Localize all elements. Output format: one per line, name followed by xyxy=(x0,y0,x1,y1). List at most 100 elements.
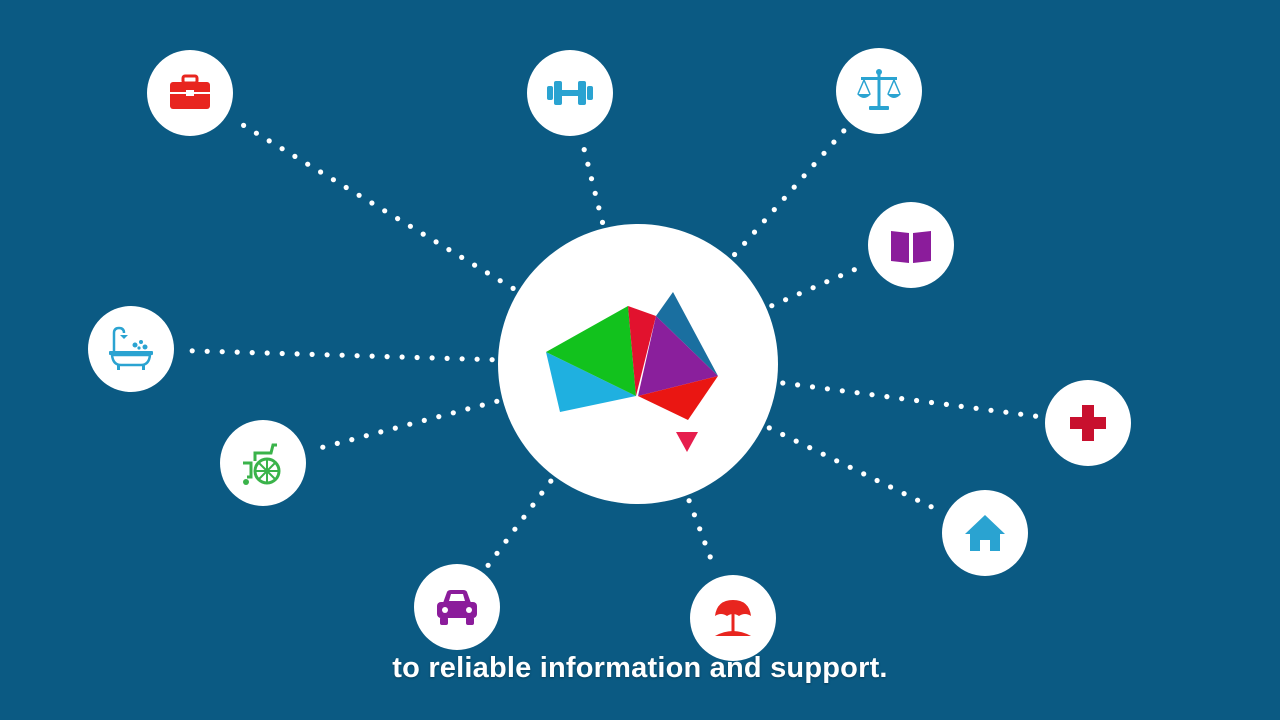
connector-dot xyxy=(831,139,837,145)
connector-dot xyxy=(459,356,465,362)
connector-dot xyxy=(234,349,240,355)
connector-dot xyxy=(472,262,478,268)
connector-dot xyxy=(841,128,847,134)
connector-dot xyxy=(444,355,450,361)
connector-dot xyxy=(324,352,330,358)
book-icon xyxy=(891,231,931,263)
connector-dot xyxy=(539,490,545,496)
connector-dot xyxy=(824,279,830,285)
connector-dot xyxy=(510,285,516,291)
connector-dot xyxy=(279,350,285,357)
connector-dot xyxy=(697,526,703,532)
node-health xyxy=(1045,380,1131,466)
connector-dot xyxy=(339,352,345,358)
connector-dot xyxy=(820,451,826,457)
node-justice xyxy=(836,48,922,134)
connector-dot xyxy=(702,540,708,546)
connector-dot xyxy=(414,354,420,361)
connector-dot xyxy=(1033,413,1039,419)
connector-dot xyxy=(548,478,554,484)
connector-dot xyxy=(279,146,285,152)
connector-dot xyxy=(219,349,225,355)
connector-dot xyxy=(851,267,857,273)
connector-dot xyxy=(1018,411,1024,417)
connector-dot xyxy=(392,425,398,431)
connector-dot xyxy=(780,431,786,438)
connector-dot xyxy=(801,173,807,179)
node-leisure xyxy=(690,575,776,661)
subtitle-caption: to reliable information and support. xyxy=(392,652,888,684)
connector-dot xyxy=(330,177,336,183)
node-fitness xyxy=(527,50,613,136)
connector-dot xyxy=(318,169,324,175)
connector-dot xyxy=(839,388,845,394)
logo-shape-red xyxy=(628,306,656,396)
connector-dot xyxy=(407,421,413,427)
connector-dot xyxy=(901,491,907,497)
connector-dot xyxy=(249,350,255,356)
node-housing xyxy=(942,490,1028,576)
connector-dot xyxy=(811,162,817,168)
connector-dot xyxy=(854,390,860,396)
australia-map-logo xyxy=(546,292,718,452)
bathtub-icon xyxy=(109,326,153,370)
connector-dot xyxy=(588,176,595,182)
connector-dot xyxy=(771,207,777,213)
connector-dot xyxy=(264,350,270,356)
connector-dot xyxy=(899,396,905,402)
connector-dot xyxy=(783,297,789,303)
connector-dot xyxy=(485,562,491,568)
connector-dot xyxy=(512,526,518,532)
connector-dot xyxy=(384,354,390,360)
connector-dot xyxy=(824,386,831,392)
connector-dot xyxy=(343,184,349,191)
connector-dot xyxy=(474,356,480,362)
logo-shape-purple xyxy=(638,316,718,396)
connector-dot xyxy=(266,138,272,144)
connector-dot xyxy=(585,161,591,167)
connector-dot xyxy=(484,270,490,276)
connector-dot xyxy=(292,153,298,159)
connector-dot xyxy=(596,205,602,211)
dumbbell-icon xyxy=(547,81,593,105)
connector-dot xyxy=(915,497,921,503)
connector-dot xyxy=(320,444,326,450)
connector-dot xyxy=(810,285,816,291)
connector-dot xyxy=(732,251,738,258)
medical-cross-icon xyxy=(1070,405,1106,441)
connector-dot xyxy=(707,554,713,560)
connector-dot xyxy=(294,351,300,357)
connector-dot xyxy=(309,351,315,357)
connector-dot xyxy=(809,384,816,390)
connector-dot xyxy=(691,512,698,518)
connector-dot xyxy=(751,229,758,235)
connector-dot xyxy=(766,425,772,431)
connector-dot xyxy=(988,407,994,413)
connector-dot xyxy=(686,498,692,504)
connector-dot xyxy=(349,437,355,443)
connector-dot xyxy=(769,303,775,309)
connector-dot xyxy=(420,231,426,237)
connector-dot xyxy=(369,200,375,206)
connector-dot xyxy=(884,394,890,400)
connector-dot xyxy=(838,273,844,279)
connector-dot xyxy=(1003,409,1009,415)
connector-dot xyxy=(761,218,768,224)
connector-dot xyxy=(928,399,935,406)
connector-dot xyxy=(958,403,964,409)
connector-dot xyxy=(581,147,587,153)
connector-dot xyxy=(399,354,405,360)
scales-icon xyxy=(857,69,901,110)
connector-dot xyxy=(450,410,456,416)
connector-dot xyxy=(479,402,485,408)
connector-dot xyxy=(489,357,495,363)
node-briefcase xyxy=(147,50,233,136)
connector-dot xyxy=(433,239,439,245)
connector-dot xyxy=(407,223,413,229)
connector-dot xyxy=(807,445,813,451)
connector-dot xyxy=(821,150,827,156)
connector-dot xyxy=(503,538,509,544)
connector-dot xyxy=(446,247,452,253)
